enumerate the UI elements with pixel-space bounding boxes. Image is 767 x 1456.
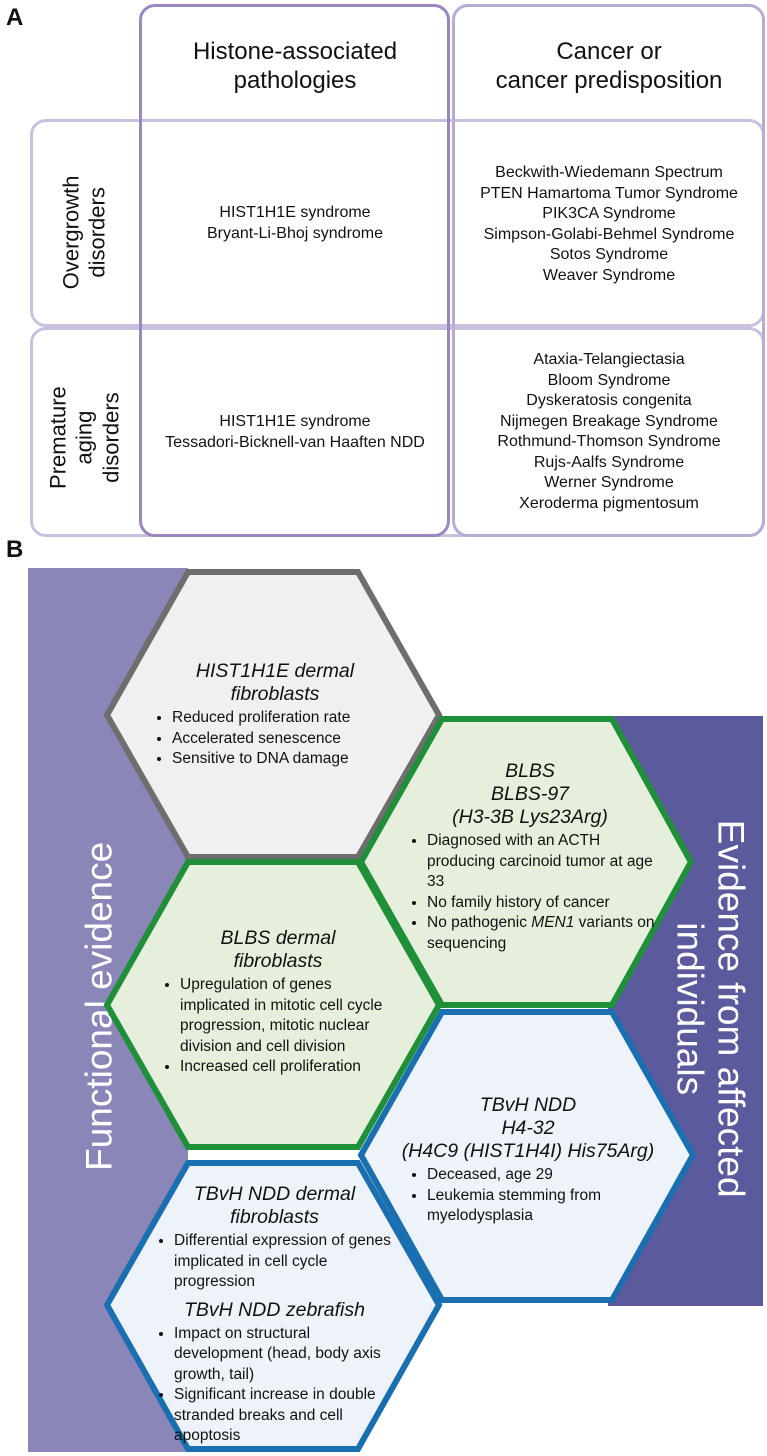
hex-blbs97-content: BLBS BLBS-97 (H3-3B Lys23Arg) Diagnosed … xyxy=(405,760,655,954)
hex-blbs-fibro-content: BLBS dermal fibroblasts Upregulation of … xyxy=(158,927,398,1078)
list-item: Sotos Syndrome xyxy=(549,246,669,263)
hex-tbvh-h4-content: TBvH NDD H4-32 (H4C9 (HIST1H4I) His75Arg… xyxy=(383,1094,673,1227)
hex-title: BLBS dermal fibroblasts xyxy=(220,927,336,972)
panel-a-letter: A xyxy=(6,4,24,31)
list-item: Beckwith-Wiedemann Spectrum xyxy=(495,164,723,181)
gene-name: MEN1 xyxy=(531,914,575,931)
hex-tbvh-fibro-content: TBvH NDD dermal fibroblasts Differential… xyxy=(152,1183,397,1447)
hex-subtitle: TBvH NDD zebrafish xyxy=(184,1298,365,1321)
column-header-cancer: Cancer or cancer predisposition xyxy=(495,38,723,94)
col-box-cancer xyxy=(452,4,765,537)
hex-title: BLBS BLBS-97 (H3-3B Lys23Arg) xyxy=(452,760,608,828)
list-item: Ataxia-Telangiectasia xyxy=(533,351,685,368)
list-item: Rujs-Aalfs Syndrome xyxy=(533,453,685,471)
list-item: PIK3CA Syndrome xyxy=(542,205,676,222)
list-item: Dyskeratosis congenita xyxy=(526,392,692,409)
list-item: HIST1H1E syndrome xyxy=(219,204,371,221)
list-item: Tessadori-Bicknell-van Haaften NDD xyxy=(165,433,425,451)
bullet-list: Deceased, age 29 Leukemia stemming from … xyxy=(383,1165,647,1227)
hex-title: TBvH NDD dermal fibroblasts xyxy=(193,1183,356,1228)
cell-aging-histone: HIST1H1E syndrome Tessadori-Bicknell-van… xyxy=(142,412,448,453)
cell-overgrowth-histone: HIST1H1E syndrome Bryant-Li-Bhoj syndrom… xyxy=(142,203,448,244)
hex-blbs-fibro xyxy=(103,859,443,1150)
list-item: Accelerated senescence xyxy=(172,729,400,750)
hex-title: TBvH NDD H4-32 (H4C9 (HIST1H4I) His75Arg… xyxy=(401,1094,655,1162)
text: variants on sequencing xyxy=(427,914,655,952)
list-item: Impact on structural development (head, … xyxy=(174,1324,397,1386)
hex-title: HIST1H1E dermal fibroblasts xyxy=(195,660,355,705)
bullet-list: Diagnosed with an ACTH producing carcino… xyxy=(405,831,655,954)
list-item: Increased cell proliferation xyxy=(180,1057,398,1078)
list-item: Differential expression of genes implica… xyxy=(174,1231,397,1293)
hex-hist1h1e xyxy=(103,569,443,860)
bullet-list: Upregulation of genes implicated in mito… xyxy=(158,975,398,1078)
list-item: Leukemia stemming from myelodysplasia xyxy=(427,1186,647,1227)
list-item: Deceased, age 29 xyxy=(427,1165,647,1186)
list-item: PTEN Hamartoma Tumor Syndrome xyxy=(480,184,738,202)
cell-overgrowth-cancer: Beckwith-Wiedemann Spectrum PTEN Hamarto… xyxy=(455,163,763,286)
list-item: Upregulation of genes implicated in mito… xyxy=(180,975,398,1057)
list-item: Sensitive to DNA damage xyxy=(172,749,400,770)
list-item: Significant increase in double stranded … xyxy=(174,1385,397,1447)
list-item: Bloom Syndrome xyxy=(547,371,671,389)
list-item: Werner Syndrome xyxy=(544,474,674,491)
list-item: Nijmegen Breakage Syndrome xyxy=(500,412,718,430)
list-item: Bryant-Li-Bhoj syndrome xyxy=(206,224,384,242)
hex-hist1h1e-content: HIST1H1E dermal fibroblasts Reduced prol… xyxy=(150,660,400,770)
text: No pathogenic xyxy=(427,914,532,931)
list-item: Rothmund-Thomson Syndrome xyxy=(497,433,721,450)
column-header-histone: Histone-associated pathologies xyxy=(192,38,398,94)
list-item: Weaver Syndrome xyxy=(542,266,676,284)
list-item: No family history of cancer xyxy=(427,893,655,914)
bullet-list: Differential expression of genes implica… xyxy=(152,1231,397,1293)
list-item: HIST1H1E syndrome xyxy=(219,413,371,430)
hex-tbvh-fibro xyxy=(103,1160,443,1452)
list-item: Simpson-Golabi-Behmel Syndrome xyxy=(483,225,735,243)
list-item: Xeroderma pigmentosum xyxy=(519,494,699,512)
list-item: No pathogenic MEN1 variants on sequencin… xyxy=(427,913,655,954)
col-box-histone xyxy=(139,4,450,537)
list-item: Diagnosed with an ACTH producing carcino… xyxy=(427,831,655,893)
list-item: Reduced proliferation rate xyxy=(172,708,400,729)
hex-tbvh-h4 xyxy=(357,1009,697,1303)
bullet-list: Reduced proliferation rate Accelerated s… xyxy=(150,708,400,770)
cell-aging-cancer: Ataxia-Telangiectasia Bloom Syndrome Dys… xyxy=(455,350,763,514)
bullet-list: Impact on structural development (head, … xyxy=(152,1324,397,1447)
panel-b-letter: B xyxy=(6,536,24,563)
